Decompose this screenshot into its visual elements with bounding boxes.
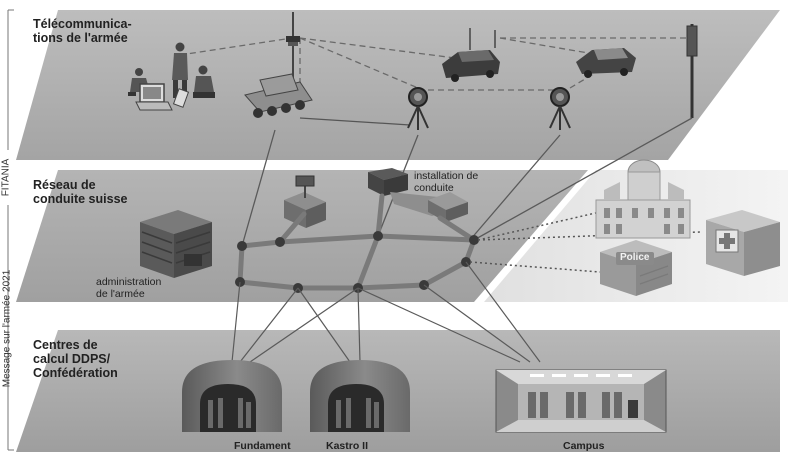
layer-title-network: Réseau de conduite suisse	[33, 178, 128, 206]
police-sign-icon	[616, 252, 654, 265]
datacenter-connectors	[231, 261, 541, 363]
label-fundament: Fundament	[234, 440, 291, 452]
campus-datacenter-icon	[495, 369, 667, 433]
soldiers-icon	[128, 42, 215, 111]
parliament-building-icon	[595, 159, 691, 239]
armored-vehicle-icon	[244, 12, 313, 118]
side-label-message: Message sur l'armée 2021	[1, 269, 13, 388]
bunker-fundament-icon	[182, 360, 282, 432]
layer-title-datacenters: Centres de calcul DDPS/ Confédération	[33, 338, 118, 380]
layer-title-telecom: Télécommunica- tions de l'armée	[33, 17, 132, 45]
tripod-antenna-icon	[549, 87, 571, 130]
jeep-icon	[576, 48, 636, 78]
telecom-plane	[16, 10, 780, 160]
label-police: Police	[620, 252, 650, 263]
label-installation: installation de conduite	[414, 170, 479, 194]
cell-tower-icon	[686, 24, 698, 118]
left-brackets	[7, 9, 14, 451]
tripod-antenna-icon	[407, 87, 429, 130]
label-campus: Campus	[563, 440, 605, 452]
jeep-icon	[442, 28, 500, 82]
side-label-fitania: FITANIA	[0, 158, 12, 197]
radio-links	[179, 37, 690, 95]
label-kastro: Kastro II	[326, 440, 369, 452]
administration-building-icon	[140, 210, 212, 278]
label-administration: administration de l'armée	[96, 276, 162, 300]
bunker-kastro-icon	[310, 360, 410, 432]
hospital-building-icon	[706, 210, 780, 276]
